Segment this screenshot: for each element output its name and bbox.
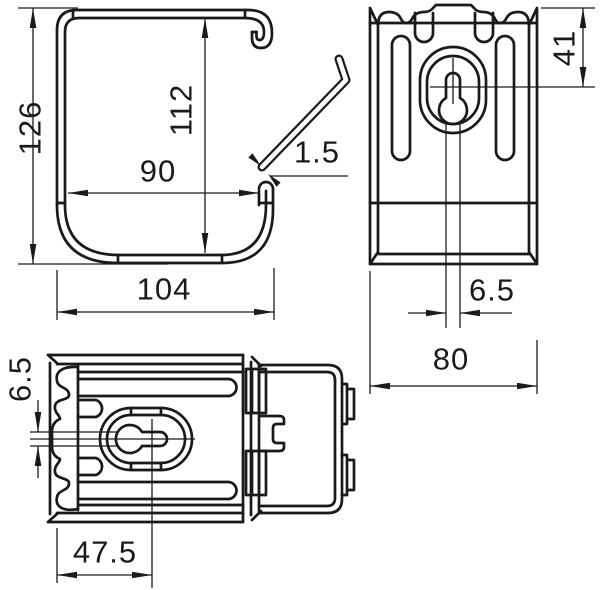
dim-side-inner-width: 90	[139, 153, 177, 189]
dim-front-overall-width: 80	[432, 341, 470, 377]
dim-top-slot-width: 6.5	[2, 355, 38, 403]
keyhole-top	[114, 423, 169, 455]
dim-front-slot-width: 6.5	[468, 272, 516, 308]
dimension-lines	[18, 7, 595, 583]
dim-side-inner-height: 112	[163, 83, 199, 137]
front-view-drawing	[368, 3, 595, 266]
dim-top-keyhole-offset: 47.5	[72, 534, 138, 570]
dim-side-overall-width: 104	[136, 271, 192, 307]
dim-front-keyhole-offset: 41	[546, 29, 582, 67]
dim-side-material-thickness: 1.5	[293, 134, 341, 170]
dim-side-overall-height: 126	[12, 100, 48, 156]
top-view-drawing	[30, 353, 356, 588]
keyhole-front	[437, 71, 469, 126]
side-view-drawing	[55, 8, 351, 265]
